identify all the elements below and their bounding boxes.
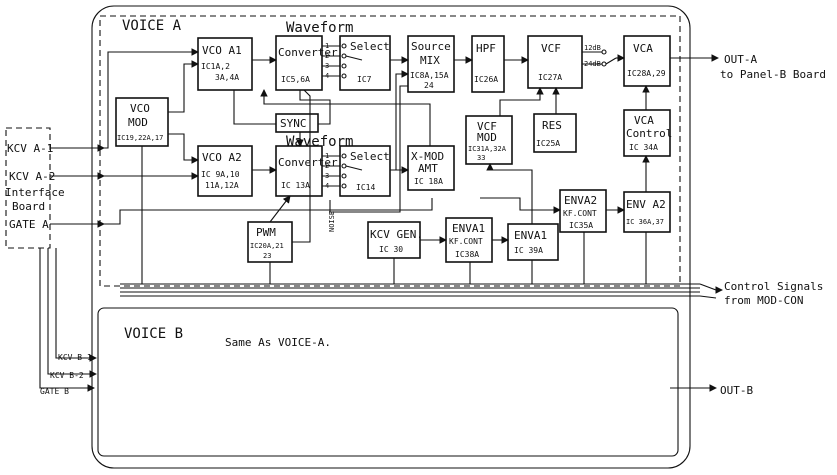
output-out-a-note: to Panel-B Board xyxy=(720,68,826,81)
svg-text:PWM: PWM xyxy=(256,226,276,239)
svg-text:IC28A,29: IC28A,29 xyxy=(627,69,666,78)
block-source-mix: Source MIX IC8A,15A 24 xyxy=(407,35,455,93)
svg-text:33: 33 xyxy=(477,154,485,162)
block-kcv-gen: KCV GEN. IC 30 xyxy=(367,221,423,259)
svg-text:IC19,22A,17: IC19,22A,17 xyxy=(117,134,163,142)
svg-text:IC 13A: IC 13A xyxy=(281,181,310,190)
svg-text:VCO A2: VCO A2 xyxy=(202,151,242,164)
svg-text:IC27A: IC27A xyxy=(538,73,562,82)
svg-text:VCF: VCF xyxy=(477,120,497,133)
svg-text:IC25A: IC25A xyxy=(536,139,560,148)
svg-text:ENVA1: ENVA1 xyxy=(452,222,485,235)
svg-text:IC 9A,10: IC 9A,10 xyxy=(201,170,240,179)
output-out-a: OUT-A xyxy=(724,53,757,66)
block-env-a2: ENV A2 IC 36A,37 xyxy=(623,191,671,233)
svg-text:IC20A,21: IC20A,21 xyxy=(250,242,284,250)
svg-text:IC8A,15A: IC8A,15A xyxy=(410,71,449,80)
svg-text:KF.CONT: KF.CONT xyxy=(563,209,597,218)
svg-text:IC35A: IC35A xyxy=(569,221,593,230)
svg-text:AMT: AMT xyxy=(418,162,438,175)
svg-text:VCA: VCA xyxy=(634,114,654,127)
svg-text:KCV GEN.: KCV GEN. xyxy=(370,228,423,241)
waveform-label-1: Waveform xyxy=(286,20,353,36)
block-select-1: Select IC7 xyxy=(339,35,391,91)
block-enva2-kf-cont: ENVA2 KF.CONT IC35A xyxy=(559,189,607,233)
svg-text:IC 39A: IC 39A xyxy=(514,246,543,255)
svg-text:Control: Control xyxy=(626,127,672,140)
svg-text:IC31A,32A: IC31A,32A xyxy=(468,145,507,153)
control-signals-label-2: from MOD-CON xyxy=(724,294,803,307)
control-signals-label-1: Control Signals xyxy=(724,280,823,293)
noise-label: NOISE xyxy=(328,211,336,232)
svg-text:11A,12A: 11A,12A xyxy=(205,181,239,190)
svg-text:IC1A,2: IC1A,2 xyxy=(201,62,230,71)
block-vcf-mod: VCF MOD IC31A,32A 33 xyxy=(465,115,513,165)
svg-text:IC7: IC7 xyxy=(357,75,372,84)
svg-text:VCO: VCO xyxy=(130,102,150,115)
svg-text:VCF: VCF xyxy=(541,42,561,55)
signal-wiring xyxy=(39,45,723,392)
svg-text:IC5,6A: IC5,6A xyxy=(281,75,310,84)
svg-text:IC 18A: IC 18A xyxy=(414,177,443,186)
svg-text:IC 34A: IC 34A xyxy=(629,143,658,152)
block-vcf: VCF IC27A xyxy=(527,35,583,89)
svg-text:KF.CONT: KF.CONT xyxy=(449,237,483,246)
attenuator-12db: 12dB xyxy=(584,44,601,52)
block-vco-a2: VCO A2 IC 9A,10 11A,12A xyxy=(197,145,253,197)
interface-label-2: Board xyxy=(12,200,45,213)
interface-label-1: Interface xyxy=(5,186,65,199)
voice-b-frame xyxy=(97,307,679,457)
block-vca: VCA IC28A,29 xyxy=(623,35,671,87)
svg-text:Select: Select xyxy=(350,40,390,53)
svg-text:ENVA1: ENVA1 xyxy=(514,229,547,242)
svg-text:ENV A2: ENV A2 xyxy=(626,198,666,211)
voice-b-note: Same As VOICE-A. xyxy=(225,336,331,349)
svg-text:SYNC: SYNC xyxy=(280,117,307,130)
svg-text:IC26A: IC26A xyxy=(474,75,498,84)
svg-text:24: 24 xyxy=(424,81,434,90)
block-sync: SYNC xyxy=(275,113,319,133)
svg-text:MOD: MOD xyxy=(128,116,148,129)
svg-text:Source: Source xyxy=(411,40,451,53)
block-select-2: Select IC14 xyxy=(339,145,391,197)
svg-text:IC 36A,37: IC 36A,37 xyxy=(626,218,664,226)
block-res: RES IC25A xyxy=(533,113,577,153)
block-hpf: HPF IC26A xyxy=(471,35,505,93)
input-kcv-b2: KCV B-2 xyxy=(50,371,84,380)
input-kcv-a2: KCV A-2 xyxy=(9,170,55,183)
interface-board xyxy=(5,127,51,249)
block-enva1-kf-cont: ENVA1 KF.CONT IC38A xyxy=(445,217,493,263)
output-out-b: OUT-B xyxy=(720,384,753,397)
svg-text:VCO A1: VCO A1 xyxy=(202,44,242,57)
input-kcv-a1: KCV A-1 xyxy=(7,142,53,155)
block-converter-2: Converter IC 13A xyxy=(275,145,338,197)
input-gate-b: GATE B xyxy=(40,387,69,396)
svg-text:MOD: MOD xyxy=(477,131,497,144)
svg-text:Select: Select xyxy=(350,150,390,163)
svg-text:MIX: MIX xyxy=(420,54,440,67)
input-gate-a: GATE A xyxy=(9,218,49,231)
block-xmod-amt: X-MOD AMT IC 18A xyxy=(407,145,455,191)
svg-text:RES: RES xyxy=(542,119,562,132)
svg-text:3A,4A: 3A,4A xyxy=(215,73,239,82)
voice-frame-outer xyxy=(91,5,691,469)
block-vca-control: VCA Control IC 34A xyxy=(623,109,672,157)
svg-text:ENVA2: ENVA2 xyxy=(564,194,597,207)
block-vco-a1: VCO A1 IC1A,2 3A,4A xyxy=(197,37,253,91)
svg-text:IC38A: IC38A xyxy=(455,250,479,259)
svg-text:IC14: IC14 xyxy=(356,183,375,192)
block-pwm: PWM IC20A,21 23 xyxy=(247,221,293,263)
voice-b-title: VOICE B xyxy=(124,326,183,342)
voice-a-title: VOICE A xyxy=(122,18,182,34)
svg-text:VCA: VCA xyxy=(633,42,653,55)
svg-text:X-MOD: X-MOD xyxy=(411,150,444,163)
svg-text:HPF: HPF xyxy=(476,42,496,55)
svg-text:23: 23 xyxy=(263,252,271,260)
block-enva1: ENVA1 IC 39A xyxy=(507,223,559,261)
block-vco-mod: VCO MOD IC19,22A,17 xyxy=(115,97,169,147)
svg-text:IC 30: IC 30 xyxy=(379,245,403,254)
attenuator-switch xyxy=(601,49,617,67)
